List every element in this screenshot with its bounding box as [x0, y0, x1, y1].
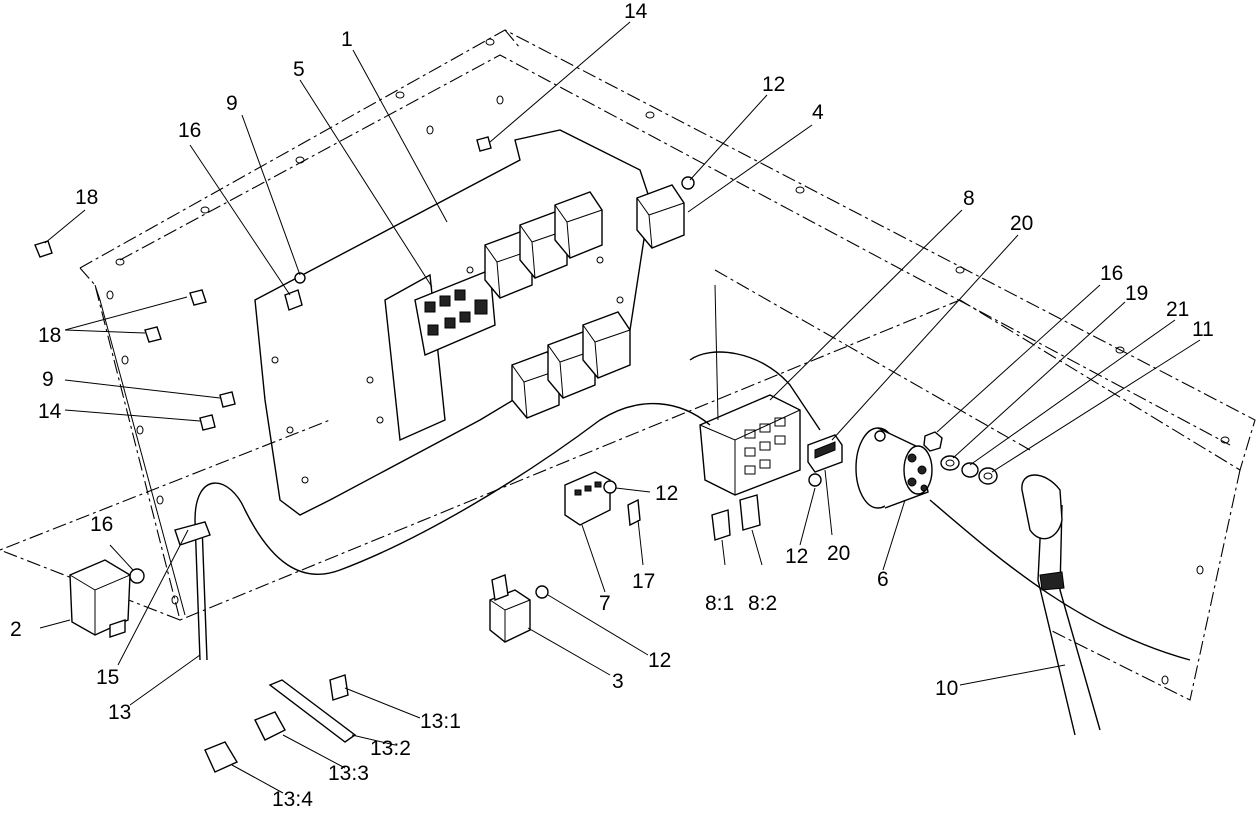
relay: [582, 311, 631, 379]
callout-18: 18: [75, 186, 98, 209]
callout-21: 21: [1166, 298, 1189, 321]
callout-8-1: 8:1: [705, 592, 734, 615]
callout-labels: 1 5 9 16 18 18 9 14 14 12 4 8 20 16 19 2…: [10, 0, 1214, 811]
callout-5: 5: [293, 58, 305, 81]
ignition-switch: [855, 427, 933, 509]
cable-tie: [174, 521, 211, 546]
callout-13: 13: [108, 701, 131, 724]
relay: [511, 351, 560, 419]
callout-2: 2: [10, 618, 22, 641]
callout-12: 12: [785, 545, 808, 568]
callout-16: 16: [1100, 262, 1123, 285]
fuses: [711, 494, 761, 541]
battery-cable: [929, 474, 1191, 736]
relay: [636, 184, 685, 249]
callout-16: 16: [90, 513, 113, 536]
connector: [564, 471, 641, 527]
callout-17: 17: [632, 570, 655, 593]
switch-hardware: [923, 431, 998, 485]
callout-15: 15: [96, 666, 119, 689]
callout-4: 4: [812, 101, 824, 124]
callout-12: 12: [762, 73, 785, 96]
callout-3: 3: [612, 670, 624, 693]
harness-spares: [204, 674, 357, 773]
wire-harness: [194, 284, 821, 661]
callout-9: 9: [42, 368, 54, 391]
relay-group-upper: [484, 184, 685, 299]
mounting-plate: [254, 129, 651, 516]
callout-1: 1: [341, 28, 353, 51]
callout-12: 12: [648, 649, 671, 672]
relay-group-lower: [511, 311, 631, 419]
callout-11: 11: [1192, 318, 1214, 341]
callout-19: 19: [1125, 282, 1148, 305]
callout-8: 8: [963, 187, 975, 210]
callout-20: 20: [827, 542, 850, 565]
fasteners: [34, 136, 822, 599]
callout-9: 9: [226, 92, 238, 115]
decal: [414, 269, 496, 356]
callout-18: 18: [38, 324, 61, 347]
callout-8-2: 8:2: [748, 592, 777, 615]
relay: [554, 191, 603, 259]
enclosure-panel: [0, 29, 1256, 701]
diode-assembly: [807, 434, 843, 473]
callout-7: 7: [599, 592, 611, 615]
callout-10: 10: [935, 677, 958, 700]
fuse-block: [699, 394, 801, 496]
callout-14: 14: [624, 0, 648, 23]
relay-socket: [489, 574, 531, 643]
callout-20: 20: [1010, 212, 1033, 235]
callout-13-1: 13:1: [420, 710, 461, 733]
callout-13-2: 13:2: [370, 737, 411, 760]
callout-6: 6: [877, 568, 889, 591]
voltage-regulator: [69, 559, 131, 638]
callout-16: 16: [178, 119, 201, 142]
callout-14: 14: [38, 400, 62, 423]
callout-13-4: 13:4: [272, 788, 313, 811]
callout-12: 12: [655, 482, 678, 505]
callout-13-3: 13:3: [328, 762, 369, 785]
leader-lines: [39, 21, 1201, 794]
